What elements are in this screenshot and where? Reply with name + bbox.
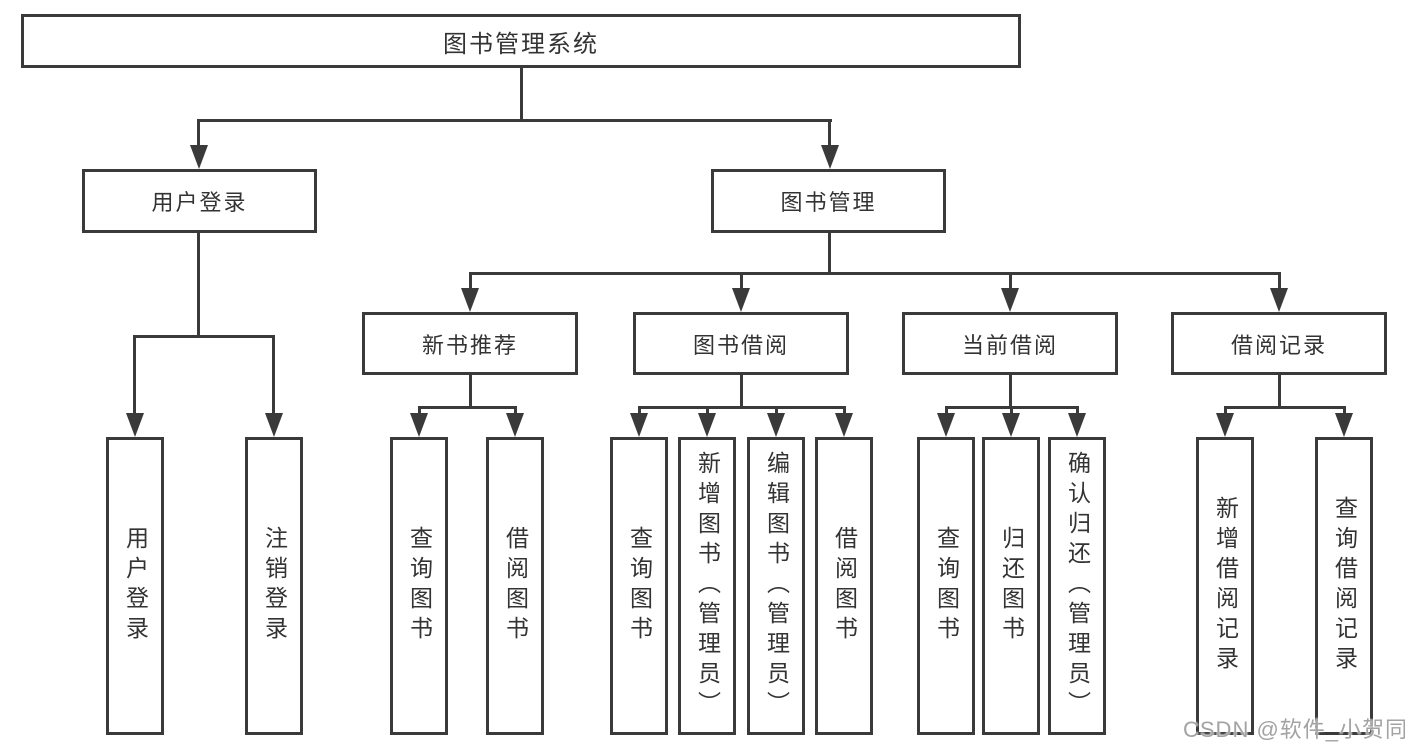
connector-line (418, 409, 421, 415)
leaf-borrow-books-1-label: 借阅图书 (502, 526, 529, 646)
leaf-add-book-admin-label: 新增图书（管理员） (694, 451, 721, 721)
leaf-borrow-books-2: 借阅图书 (815, 437, 873, 735)
leaf-logout: 注销登录 (245, 437, 303, 735)
arrow-down-icon (835, 413, 853, 437)
leaf-query-books-1-label: 查询图书 (406, 526, 433, 646)
connector-line (197, 122, 200, 146)
node-new-book-recommendation-label: 新书推荐 (421, 332, 518, 358)
connector-line (197, 119, 832, 122)
leaf-query-books-3-label: 查询图书 (933, 526, 960, 646)
connector-line (469, 275, 472, 289)
leaf-query-books-2-label: 查询图书 (626, 526, 653, 646)
connector-line (828, 233, 831, 274)
connector-line (945, 406, 1079, 409)
leaf-edit-book-admin: 编辑图书（管理员） (747, 437, 805, 735)
arrow-down-icon (1002, 413, 1020, 437)
connector-line (945, 409, 948, 415)
arrow-down-icon (1335, 413, 1353, 437)
leaf-query-books-2: 查询图书 (610, 437, 668, 735)
leaf-borrow-books-2-label: 借阅图书 (831, 526, 858, 646)
csdn-watermark: CSDN @软件_小贺同学 (1183, 717, 1405, 742)
connector-line (520, 68, 523, 121)
arrow-down-icon (506, 413, 524, 437)
connector-line (133, 338, 136, 414)
leaf-user-login: 用户登录 (106, 437, 164, 735)
leaf-user-login-label: 用户登录 (122, 526, 149, 646)
connector-line (740, 375, 743, 408)
leaf-logout-label: 注销登录 (261, 526, 288, 646)
connector-line (1009, 375, 1012, 408)
connector-line (1343, 409, 1346, 415)
arrow-down-icon (1270, 288, 1288, 312)
arrow-down-icon (821, 145, 839, 169)
node-book-management: 图书管理 (711, 169, 946, 233)
node-new-book-recommendation: 新书推荐 (362, 312, 578, 375)
connector-line (1010, 409, 1013, 415)
node-borrow-records: 借阅记录 (1171, 312, 1387, 375)
node-book-borrowing-label: 图书借阅 (692, 332, 789, 358)
leaf-query-books-1: 查询图书 (390, 437, 448, 735)
arrow-down-icon (698, 413, 716, 437)
arrow-down-icon (732, 288, 750, 312)
connector-line (1224, 409, 1227, 415)
connector-line (775, 409, 778, 415)
node-current-borrowing-label: 当前借阅 (961, 332, 1058, 358)
connector-line (843, 409, 846, 415)
node-current-borrowing: 当前借阅 (902, 312, 1118, 375)
leaf-query-borrow-record-label: 查询借阅记录 (1331, 496, 1358, 676)
arrow-down-icon (126, 413, 144, 437)
connector-line (1009, 275, 1012, 289)
connector-line (133, 335, 275, 338)
leaf-confirm-return-admin: 确认归还（管理员） (1048, 437, 1106, 735)
arrow-down-icon (1216, 413, 1234, 437)
node-user-login-label: 用户登录 (151, 190, 248, 215)
arrow-down-icon (265, 413, 283, 437)
connector-line (514, 409, 517, 415)
connector-line (272, 338, 275, 414)
connector-line (418, 406, 517, 409)
connector-line (1224, 406, 1346, 409)
connector-line (1076, 409, 1079, 415)
leaf-add-book-admin: 新增图书（管理员） (678, 437, 736, 735)
node-library-system-label: 图书管理系统 (443, 30, 599, 58)
leaf-add-borrow-record-label: 新增借阅记录 (1212, 496, 1239, 676)
arrow-down-icon (1068, 413, 1086, 437)
leaf-confirm-return-admin-label: 确认归还（管理员） (1064, 451, 1091, 721)
arrow-down-icon (1001, 288, 1019, 312)
leaf-return-books: 归还图书 (982, 437, 1040, 735)
node-user-login: 用户登录 (82, 169, 317, 233)
leaf-borrow-books-1: 借阅图书 (486, 437, 544, 735)
connector-line (1278, 375, 1281, 408)
leaf-edit-book-admin-label: 编辑图书（管理员） (763, 451, 790, 721)
connector-line (638, 409, 641, 415)
node-book-management-label: 图书管理 (780, 190, 877, 215)
arrow-down-icon (410, 413, 428, 437)
leaf-return-books-label: 归还图书 (998, 526, 1025, 646)
node-borrow-records-label: 借阅记录 (1230, 332, 1327, 358)
connector-line (1278, 275, 1281, 289)
leaf-query-books-3: 查询图书 (917, 437, 975, 735)
arrow-down-icon (190, 145, 208, 169)
connector-line (197, 233, 200, 337)
leaf-add-borrow-record: 新增借阅记录 (1196, 437, 1254, 735)
leaf-query-borrow-record: 查询借阅记录 (1315, 437, 1373, 735)
node-library-system: 图书管理系统 (21, 14, 1021, 68)
node-book-borrowing: 图书借阅 (633, 312, 849, 375)
connector-line (706, 409, 709, 415)
connector-line (469, 272, 1281, 275)
arrow-down-icon (937, 413, 955, 437)
connector-line (828, 122, 831, 146)
arrow-down-icon (630, 413, 648, 437)
arrow-down-icon (461, 288, 479, 312)
arrow-down-icon (767, 413, 785, 437)
connector-line (469, 375, 472, 408)
connector-line (638, 406, 846, 409)
connector-line (740, 275, 743, 289)
